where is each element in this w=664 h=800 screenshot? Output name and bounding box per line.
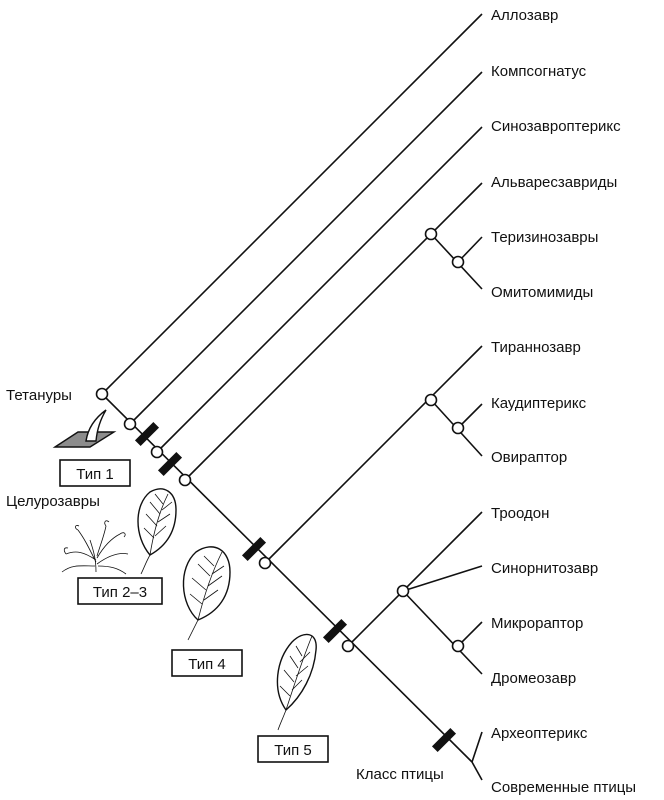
- branch-archaeopteryx: [471, 731, 483, 763]
- taxon-label: Синорнитозавр: [491, 560, 598, 577]
- branch-sinornithosaurus: [402, 565, 483, 592]
- type4-box: Тип 4: [171, 649, 243, 677]
- clade-label-tetanurae: Тетануры: [6, 387, 72, 404]
- clade-label-aves: Класс птицы: [356, 766, 444, 783]
- node-paraves: [341, 639, 355, 653]
- type5-feather-illustration: [276, 633, 317, 731]
- type4-label: Тип 4: [188, 656, 226, 673]
- tick-type1: [134, 421, 160, 447]
- taxon-label: Современные птицы: [491, 779, 636, 796]
- branch-allosaurus: [101, 13, 483, 395]
- node-dromaeosaurs: [396, 584, 410, 598]
- branch-modern-birds: [471, 761, 483, 781]
- taxon-label: Овираптор: [491, 449, 567, 466]
- type1-filament-illustration: [52, 409, 117, 448]
- node-caudipteryx: [451, 421, 465, 435]
- type3-feather-illustration: [137, 488, 177, 575]
- type4-feather-illustration: [182, 546, 231, 641]
- node-tyrannosaur-clade: [258, 556, 272, 570]
- node-coelurosauria: [123, 417, 137, 431]
- tick-type23: [157, 451, 183, 477]
- node-therizino-ornitho: [424, 227, 438, 241]
- type5-label: Тип 5: [274, 742, 312, 759]
- clade-label-coelurosauria: Целурозавры: [6, 493, 100, 510]
- feather-ticks: [134, 421, 457, 753]
- type1-label: Тип 1: [76, 466, 114, 483]
- type1-box: Тип 1: [59, 459, 131, 487]
- node-oviraptorosaurs: [424, 393, 438, 407]
- backbone: [101, 393, 473, 763]
- tick-aves: [431, 727, 457, 753]
- tick-type5: [322, 618, 348, 644]
- taxon-label: Альваресзавриды: [491, 174, 617, 191]
- taxon-label: Микрораптор: [491, 615, 583, 632]
- taxon-label: Дромеозавр: [491, 670, 576, 687]
- taxon-label: Омитомимиды: [491, 284, 593, 301]
- taxon-label: Троодон: [491, 505, 549, 522]
- taxon-label: Тираннозавр: [491, 339, 581, 356]
- taxon-label: Синозавроптерикс: [491, 118, 621, 135]
- branch-alvarezsaurids: [184, 182, 483, 481]
- branches: [101, 13, 483, 781]
- node-tetanurae: [95, 387, 109, 401]
- taxon-label: Каудиптерикс: [491, 395, 587, 412]
- nodes: [95, 227, 465, 653]
- type2-tuft-illustration: [61, 520, 129, 575]
- branch-troodon: [347, 511, 483, 647]
- tick-type4: [241, 536, 267, 562]
- node-microraptor: [451, 639, 465, 653]
- node-3: [178, 473, 192, 487]
- taxon-label: Теризинозавры: [491, 229, 598, 246]
- branch-tyrannosaur-clade: [264, 345, 483, 564]
- type5-box: Тип 5: [257, 735, 329, 763]
- taxon-labels: Аллозавр Компсогнатус Синозавроптерикс А…: [491, 7, 636, 796]
- node-therizinosaurs: [451, 255, 465, 269]
- branch-compsognathus: [129, 71, 483, 425]
- type23-box: Тип 2–3: [77, 577, 163, 605]
- branch-sinosauropteryx: [156, 126, 483, 453]
- node-2: [150, 445, 164, 459]
- taxon-label: Археоптерикс: [491, 725, 588, 742]
- branch-dromaeo-group: [402, 590, 483, 675]
- type23-label: Тип 2–3: [93, 584, 147, 601]
- taxon-label: Компсогнатус: [491, 63, 587, 80]
- taxon-label: Аллозавр: [491, 7, 558, 24]
